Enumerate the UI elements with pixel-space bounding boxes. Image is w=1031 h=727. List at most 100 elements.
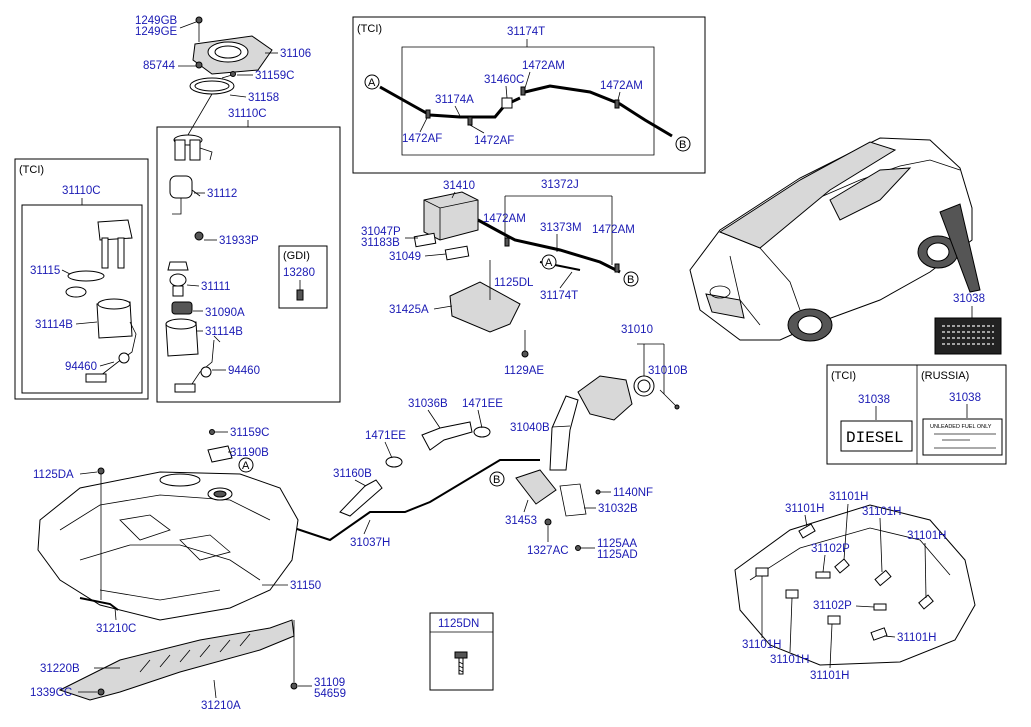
label-31159c-tank: 31159C [230, 427, 269, 439]
label-1140nf: 1140NF [613, 487, 653, 499]
bolt-icon [454, 651, 468, 675]
fuel-tank-group [37, 429, 299, 701]
label-1125dn: 1125DN [438, 618, 479, 630]
label-31114b-main: 31114B [205, 326, 243, 338]
connector-a-top [364, 74, 380, 90]
label-31372j: 31372J [541, 179, 579, 191]
label-tci-top: (TCI) [357, 23, 382, 35]
label-1339cc: 1339CC [30, 687, 72, 699]
gdi-box [278, 245, 328, 309]
label-94460-tci: 94460 [65, 361, 97, 373]
connector-a-tank [238, 457, 254, 473]
label-94460-main: 94460 [228, 365, 260, 377]
label-31040b: 31040B [510, 422, 550, 434]
label-31110c-main: 31110C [228, 108, 267, 120]
label-1472af-a: 1472AF [402, 133, 442, 145]
circle-b-top: B [679, 139, 686, 151]
canister-group [413, 191, 621, 358]
label-31102p-a: 31102P [811, 543, 850, 555]
label-31036b: 31036B [408, 398, 448, 410]
label-31410: 31410 [443, 180, 475, 192]
tci-left-box [14, 158, 149, 400]
label-31174a: 31174A [435, 94, 474, 106]
tci-hose-parts [379, 84, 673, 138]
label-13280: 13280 [283, 267, 315, 279]
label-31101h-c: 31101H [862, 506, 901, 518]
label-1125dl: 1125DL [494, 277, 534, 289]
label-31038-russia: 31038 [949, 392, 981, 404]
label-31109: 31109 [314, 677, 345, 689]
label-31032b: 31032B [598, 503, 638, 515]
circle-a-tank: A [242, 460, 250, 472]
pump-module-parts [165, 134, 221, 393]
label-1472af-b: 1472AF [474, 135, 514, 147]
car-illustration [689, 137, 981, 342]
label-1327ac: 1327AC [527, 545, 569, 557]
circle-a-mid: A [545, 257, 553, 269]
label-1125ad: 1125AD [597, 549, 638, 561]
russia-sticker [922, 418, 1003, 456]
label-31210c: 31210C [96, 623, 136, 635]
label-31010b: 31010B [648, 365, 688, 377]
label-1129ae: 1129AE [504, 365, 544, 377]
label-31159c-top: 31159C [255, 70, 294, 82]
bolt-1125dn-box [429, 612, 494, 691]
label-1472am-c: 1472AM [483, 213, 526, 225]
label-31460c: 31460C [484, 74, 524, 86]
label-85744: 85744 [143, 60, 176, 72]
fuel-label-sticker [934, 317, 1002, 355]
diesel-text: DIESEL [846, 429, 904, 447]
label-1472am-d: 1472AM [592, 224, 635, 236]
label-gdi: (GDI) [283, 250, 310, 262]
label-31425a: 31425A [389, 304, 429, 316]
label-russia-variant: (RUSSIA) [921, 370, 969, 382]
connector-b-top [675, 136, 691, 152]
label-31101h-h: 31101H [897, 632, 936, 644]
label-1125da: 1125DA [33, 469, 74, 481]
label-1249ge: 1249GE [135, 26, 178, 38]
label-31158: 31158 [248, 92, 279, 104]
label-31160b: 31160B [333, 468, 372, 480]
connector-a-mid [541, 254, 557, 270]
label-31210a: 31210A [201, 700, 241, 712]
label-1472am-b: 1472AM [600, 80, 643, 92]
tci-hose-box [352, 16, 706, 174]
label-31101h-e: 31101H [742, 639, 781, 651]
label-31037h: 31037H [350, 537, 390, 549]
label-31101h-g: 31101H [810, 670, 849, 682]
label-31110c-tci: 31110C [62, 185, 101, 197]
label-31101h-a: 31101H [785, 503, 824, 515]
label-31190b: 31190B [230, 447, 269, 459]
connector-b-mid [623, 271, 639, 287]
label-31373m: 31373M [540, 222, 582, 234]
fuel-pump-cover-group [184, 16, 273, 141]
label-1471ee-a: 1471EE [462, 398, 503, 410]
label-31174t-top: 31174T [507, 26, 545, 38]
label-31049: 31049 [389, 251, 421, 263]
gasket-31158 [189, 77, 235, 95]
label-1249gb: 1249GB [135, 15, 178, 27]
label-31453: 31453 [505, 515, 537, 527]
floor-pad-group [734, 504, 976, 666]
label-31101h-d: 31101H [907, 530, 946, 542]
label-31090a: 31090A [205, 307, 245, 319]
label-1471ee-b: 1471EE [365, 430, 406, 442]
filler-neck-group [269, 375, 680, 542]
label-31115: 31115 [30, 265, 60, 277]
label-31102p-b: 31102P [813, 600, 852, 612]
label-31220b: 31220B [40, 663, 80, 675]
pump-module-box [156, 126, 341, 403]
label-31047p: 31047P [361, 226, 401, 238]
label-31183b: 31183B [361, 237, 400, 249]
circle-b-mid: B [627, 274, 634, 286]
diesel-sticker [840, 420, 913, 452]
label-31150: 31150 [290, 580, 321, 592]
label-1125aa: 1125AA [597, 538, 637, 550]
label-31111: 31111 [201, 281, 230, 293]
label-31112: 31112 [207, 188, 237, 200]
label-tci-variant: (TCI) [831, 370, 856, 382]
label-31101h-f: 31101H [770, 654, 809, 666]
label-31174t-mid: 31174T [540, 290, 578, 302]
label-31106: 31106 [280, 48, 311, 60]
